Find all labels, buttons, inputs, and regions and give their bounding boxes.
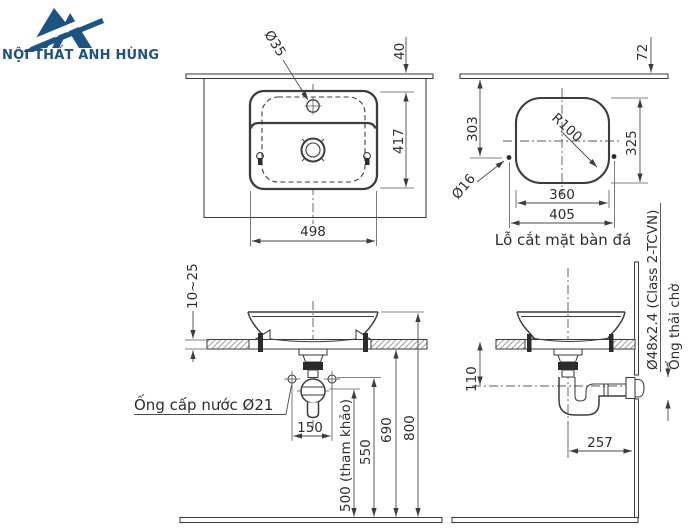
logo-mark-icon [18,8,104,54]
brand-name: NỘI THẤT ANH HÙNG [2,48,160,63]
cutout-caption: Lỗ cắt mặt bàn đá [495,231,632,249]
leader-pilot-hole [476,160,505,183]
p-trap-assembly [553,348,645,416]
dim-drain-drop: 110 [464,366,480,392]
dim-counter-thickness: 10~25 [185,263,201,309]
leader-supply [285,384,292,415]
company-logo: NỘI THẤT ANH HÙNG [2,2,160,72]
wall-edge-bar [459,73,669,80]
cutout-outline [514,96,611,185]
basin-profile [516,311,626,342]
pilot-hole-left [506,155,512,160]
plan-view: Ø35 40 417 498 [185,28,434,246]
dim-supply-spacing: 150 [297,420,323,436]
leader-corner-radius [560,130,598,168]
mounting-anchor-right [363,152,371,165]
dim-pilot-hole: Ø16 [449,171,479,203]
leader-faucet-hole [282,59,309,101]
dim-back-offset: 40 [392,43,408,60]
basin-front-edge [249,121,377,129]
bowl-dashed-outline [261,96,366,183]
counter-hatch-right [370,339,428,350]
counter-hatch-left [206,339,250,350]
wall-edge-bar [185,73,434,80]
dim-front-offset: 303 [465,116,481,142]
logo-swoosh [23,18,104,54]
drain-hole-inner [305,142,321,158]
waste-pipe-label: Ống thải chờ [664,283,683,370]
dim-side-height: 325 [624,130,640,156]
drain-hole-outer [300,137,326,163]
dim-rim-height: 800 [402,415,418,441]
pilot-hole-right [611,154,617,159]
floor-line [179,516,443,524]
counter-hatch-left [495,339,526,350]
wall-line-lower [633,398,640,519]
basin-outline [248,89,379,191]
floor-line [451,516,639,524]
side-view: 110 257 Ø48x2.4 (Class 2-TCVN) Ống thải … [451,203,683,524]
front-view: 10~25 Ống cấp nước Ø21 150 500 (tham khả… [134,263,443,524]
dim-supply-height: 550 [358,439,374,465]
drain-hole-ticks [301,138,325,162]
supply-stubout-left [284,371,300,387]
supply-pipe-label: Ống cấp nước Ø21 [134,393,273,414]
wall-line-upper [633,261,640,376]
dim-faucet-hole: Ø35 [261,28,289,60]
mounting-clip-right [609,334,614,352]
logo-swoosh-gap [18,11,103,51]
cutout-view: R100 Ø16 72 303 325 360 405 Lỗ cắt mặt b… [449,37,669,249]
dim-back-offset: 72 [635,44,651,61]
mounting-clip-left [527,334,532,352]
dim-corner-radius: R100 [548,110,585,145]
wall-coupling [625,376,636,400]
dim-counter-height: 690 [379,417,395,443]
waste-stub-cap [634,378,645,398]
dim-depth: 417 [391,128,407,154]
dim-trap-height: 500 (tham khảo) [338,399,354,512]
mounting-anchor-left [256,152,264,165]
dim-outer-width: 405 [549,207,575,223]
waste-pipe-spec-label: Ø48x2.4 (Class 2-TCVN) [645,210,661,370]
dim-width: 498 [300,224,326,240]
drain-trap-assembly [297,348,329,419]
dim-center-to-wall: 257 [587,435,613,451]
mounting-clips [253,329,373,352]
supply-stubout-right [324,371,340,387]
dim-inner-width: 360 [549,187,575,203]
counter-hatch-right [610,339,636,350]
